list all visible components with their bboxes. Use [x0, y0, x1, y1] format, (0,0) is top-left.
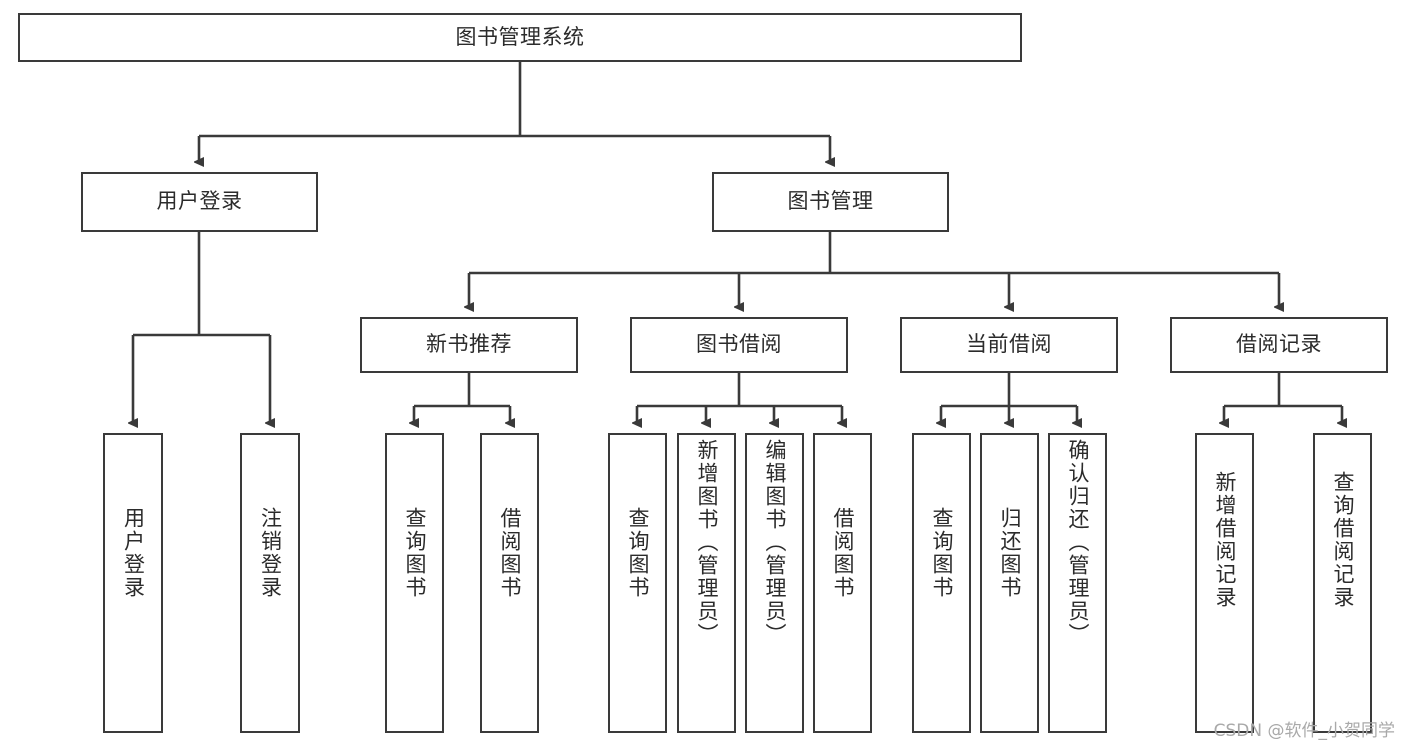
node-user-login[interactable]: 用户登录 [81, 172, 318, 232]
node-book-borrow-label: 图书借阅 [696, 332, 782, 357]
leaf-borrow-book-2-label: 借阅图书 [831, 507, 855, 599]
leaf-query-book-2[interactable]: 查询图书 [608, 433, 667, 733]
leaf-add-record-label: 新增借阅记录 [1213, 471, 1237, 609]
leaf-user-login-label: 用户登录 [121, 507, 146, 599]
leaf-query-record[interactable]: 查询借阅记录 [1313, 433, 1372, 733]
node-book-borrow[interactable]: 图书借阅 [630, 317, 848, 373]
leaf-return-book[interactable]: 归还图书 [980, 433, 1039, 733]
leaf-query-book-2-label: 查询图书 [626, 507, 650, 599]
node-root[interactable]: 图书管理系统 [18, 13, 1022, 62]
node-new-book-rec-label: 新书推荐 [426, 332, 512, 357]
leaf-query-record-label: 查询借阅记录 [1331, 471, 1355, 609]
leaf-query-book-3-label: 查询图书 [930, 507, 954, 599]
leaf-add-record[interactable]: 新增借阅记录 [1195, 433, 1254, 733]
leaf-add-book[interactable]: 新增图书（管理员） [677, 433, 736, 733]
leaf-confirm-return-label: 确认归还（管理员） [1066, 439, 1090, 646]
leaf-logout-label: 注销登录 [258, 507, 283, 599]
leaf-query-book-3[interactable]: 查询图书 [912, 433, 971, 733]
leaf-confirm-return[interactable]: 确认归还（管理员） [1048, 433, 1107, 733]
node-root-label: 图书管理系统 [455, 24, 585, 49]
node-current-borrow[interactable]: 当前借阅 [900, 317, 1118, 373]
leaf-query-book-1[interactable]: 查询图书 [385, 433, 444, 733]
leaf-borrow-book-1-label: 借阅图书 [498, 507, 522, 599]
node-new-book-rec[interactable]: 新书推荐 [360, 317, 578, 373]
leaf-logout[interactable]: 注销登录 [240, 433, 300, 733]
leaf-borrow-book-1[interactable]: 借阅图书 [480, 433, 539, 733]
leaf-add-book-label: 新增图书（管理员） [695, 439, 719, 646]
node-borrow-record-label: 借阅记录 [1236, 332, 1322, 357]
leaf-user-login[interactable]: 用户登录 [103, 433, 163, 733]
leaf-return-book-label: 归还图书 [998, 507, 1022, 599]
node-user-login-label: 用户登录 [156, 189, 243, 214]
node-current-borrow-label: 当前借阅 [966, 332, 1052, 357]
leaf-query-book-1-label: 查询图书 [403, 507, 427, 599]
node-book-manage-label: 图书管理 [787, 189, 874, 214]
leaf-edit-book[interactable]: 编辑图书（管理员） [745, 433, 804, 733]
node-borrow-record[interactable]: 借阅记录 [1170, 317, 1388, 373]
node-book-manage[interactable]: 图书管理 [712, 172, 949, 232]
leaf-edit-book-label: 编辑图书（管理员） [763, 439, 787, 646]
leaf-borrow-book-2[interactable]: 借阅图书 [813, 433, 872, 733]
csdn-watermark: CSDN @软件_小贺同学 [1213, 721, 1395, 741]
